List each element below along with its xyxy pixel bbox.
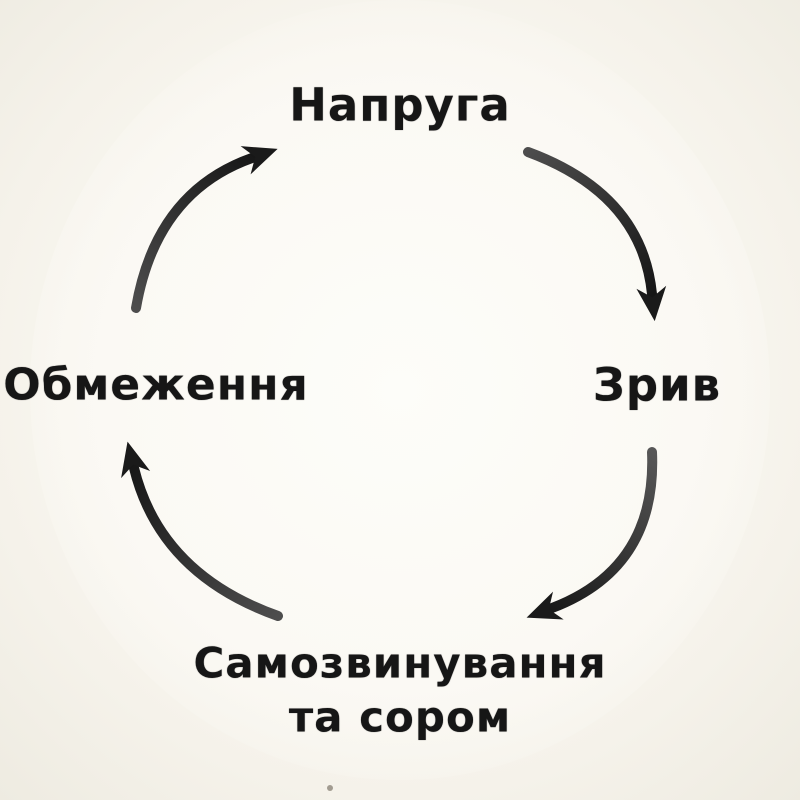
node-self-blame-line2: та сором	[288, 692, 512, 741]
arrow-tension-to-breakdown	[523, 147, 667, 322]
node-self-blame-line1: Самозвинування	[193, 638, 607, 688]
arrow-restriction-to-tension	[131, 146, 278, 313]
node-breakdown: Зрив	[593, 359, 721, 412]
node-self-blame-shame: Самозвинування та сором	[170, 636, 630, 744]
node-tension-label: Напруга	[289, 78, 511, 132]
node-restriction-label: Обмеження	[3, 359, 309, 411]
ink-speck	[327, 785, 333, 791]
node-breakdown-label: Зрив	[592, 358, 722, 412]
arrow-selfblame-to-restriction	[121, 441, 283, 621]
arrow-breakdown-to-selfblame	[526, 447, 658, 620]
node-tension: Напруга	[289, 79, 511, 132]
node-restriction: Обмеження	[3, 360, 309, 411]
